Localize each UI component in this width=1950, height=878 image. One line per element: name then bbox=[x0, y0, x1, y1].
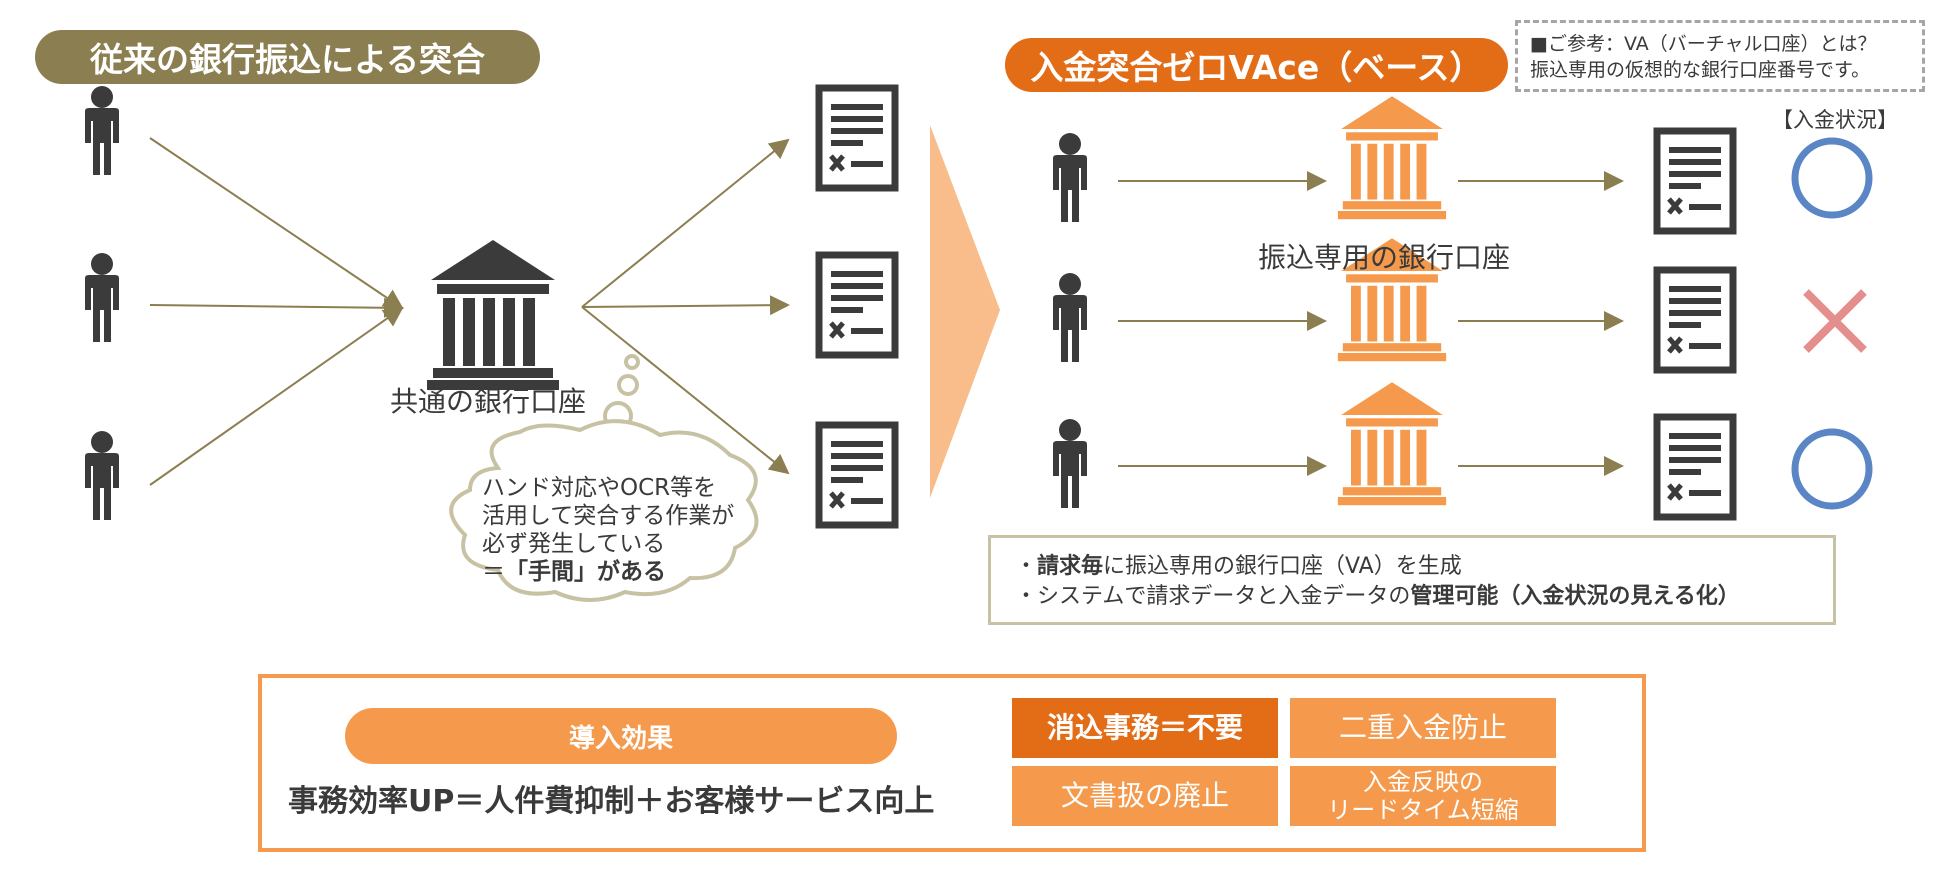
cloud-text: ハンド対応やOCR等を 活用して突合する作業が 必ず発生している ＝「手間」があ… bbox=[482, 474, 762, 586]
left-document-icon-3 bbox=[819, 425, 895, 525]
left-document-icon-2 bbox=[819, 255, 895, 355]
left-person-icon-3 bbox=[85, 431, 119, 520]
transition-arrow bbox=[930, 125, 1000, 498]
right-title-pill: 入金突合ゼロVAce（ベース） bbox=[1005, 38, 1508, 92]
cloud-line-3: 必ず発生している bbox=[482, 531, 666, 557]
right-document-icon-3 bbox=[1657, 417, 1733, 517]
bullet1-bold: 請求毎 bbox=[1037, 554, 1104, 579]
cloud-line-1: ハンド対応やOCR等を bbox=[482, 475, 717, 501]
left-person-icon-2 bbox=[85, 253, 119, 342]
left-title: 従来の銀行振込による突合 bbox=[89, 40, 485, 79]
va-bank-icon-3 bbox=[1337, 382, 1447, 506]
left-arrows-out bbox=[581, 138, 790, 475]
right-person-icon-1 bbox=[1053, 133, 1087, 222]
bullet2-marker: ・ bbox=[1015, 584, 1038, 609]
va-account-label: 振込専用の銀行口座 bbox=[1258, 241, 1511, 274]
effect-tile-2-label: 二重入金防止 bbox=[1338, 711, 1507, 744]
status-ok-icon-1 bbox=[1791, 137, 1873, 219]
right-document-icon-1 bbox=[1657, 131, 1733, 231]
effect-header-pill: 導入効果 bbox=[345, 708, 897, 764]
left-document-icon-1 bbox=[819, 88, 895, 188]
effect-tile-1-label: 消込事務＝不要 bbox=[1046, 711, 1243, 744]
reference-note-line2: 振込専用の仮想的な銀行口座番号です。 bbox=[1530, 59, 1871, 81]
effect-tile-2: 二重入金防止 bbox=[1290, 698, 1556, 758]
left-arrows-in bbox=[149, 137, 404, 486]
right-title: 入金突合ゼロVAce（ベース） bbox=[1030, 48, 1483, 87]
bullet2-bold: 管理可能（入金状況の見える化） bbox=[1410, 584, 1740, 609]
common-bank-label: 共通の銀行口座 bbox=[390, 385, 587, 418]
status-ok-icon-3 bbox=[1791, 428, 1873, 510]
bullet1-marker: ・ bbox=[1015, 554, 1038, 579]
cloud-line-4-prefix: ＝ bbox=[482, 559, 505, 585]
effect-tile-3: 文書扱の廃止 bbox=[1012, 766, 1278, 826]
reference-note: ■ご参考：VA（バーチャル口座）とは？ 振込専用の仮想的な銀行口座番号です。 bbox=[1515, 20, 1925, 92]
left-title-pill: 従来の銀行振込による突合 bbox=[35, 30, 540, 84]
bullet1-rest: に振込専用の銀行口座（VA）を生成 bbox=[1103, 554, 1462, 579]
common-bank-icon bbox=[427, 240, 559, 390]
status-header: 【入金状況】 bbox=[1772, 108, 1898, 132]
right-arrows-to-doc bbox=[1458, 171, 1624, 476]
effect-tile-4: 入金反映の リードタイム短縮 bbox=[1290, 766, 1556, 826]
va-info-box: ・請求毎に振込専用の銀行口座（VA）を生成 ・システムで請求データと入金データの… bbox=[988, 535, 1836, 625]
effect-header: 導入効果 bbox=[568, 723, 673, 754]
right-person-icon-2 bbox=[1053, 273, 1087, 362]
effect-summary: 事務効率UP＝人件費抑制＋お客様サービス向上 bbox=[288, 784, 935, 819]
status-ng-icon-2 bbox=[1803, 289, 1867, 353]
effect-tile-4-line2: リードタイム短縮 bbox=[1327, 796, 1519, 824]
left-person-icon-1 bbox=[85, 86, 119, 175]
right-arrows-to-bank bbox=[1118, 171, 1327, 476]
effect-tile-1: 消込事務＝不要 bbox=[1012, 698, 1278, 758]
thought-cloud bbox=[449, 354, 759, 602]
right-person-icon-3 bbox=[1053, 419, 1087, 508]
reference-note-line1: ■ご参考：VA（バーチャル口座）とは？ bbox=[1530, 33, 1877, 55]
va-bank-icon-1 bbox=[1337, 96, 1447, 220]
cloud-line-4-bold: 「手間」がある bbox=[505, 559, 666, 585]
bullet2-text: システムで請求データと入金データの bbox=[1037, 584, 1411, 609]
effect-tile-3-label: 文書扱の廃止 bbox=[1060, 779, 1229, 812]
effect-box bbox=[258, 674, 1646, 852]
right-document-icon-2 bbox=[1657, 270, 1733, 370]
cloud-line-2: 活用して突合する作業が bbox=[482, 503, 735, 529]
effect-tile-4-line1: 入金反映の bbox=[1363, 768, 1483, 796]
